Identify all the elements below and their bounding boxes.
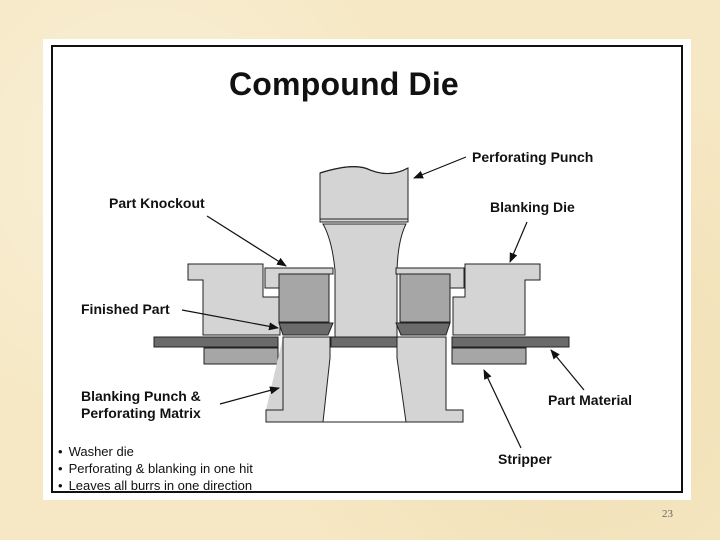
perforating-punch-body [319,166,409,223]
label-perforating-punch: Perforating Punch [472,149,594,165]
part-material-strip-right [451,336,570,348]
perforating-punch-shank [322,223,407,339]
arrow-blanking-die [509,221,528,263]
blanking-die-left [187,263,281,336]
label-finished-part: Finished Part [81,301,170,317]
knockout-left-flange [264,267,334,289]
label-stripper: Stripper [498,451,552,467]
label-part-material: Part Material [548,392,633,408]
knockout-right-flange [395,267,465,289]
bullet-item: Leaves all burrs in one direction [58,477,253,494]
arrow-perforating-punch [413,156,467,179]
label-part-knockout: Part Knockout [109,195,205,211]
blanking-punch-right [396,336,464,423]
bullet-list: Washer die Perforating & blanking in one… [58,443,253,494]
bullet-item: Washer die [58,443,253,460]
arrow-part-knockout [206,215,287,267]
part-material-strip-left [153,336,279,348]
stripper-right [451,347,527,365]
finished-part-right [395,322,451,336]
blanking-die-right [452,263,541,336]
slide-title: Compound Die [229,66,459,102]
label-blanking-die: Blanking Die [490,199,575,215]
stripper-left [203,347,279,365]
part-knockout-left [278,269,330,323]
label-blanking-punch-line2: Perforating Matrix [81,405,201,421]
arrow-part-material [550,349,585,391]
page-number: 23 [662,508,673,520]
arrow-blanking-punch [219,386,280,405]
arrow-stripper [483,369,522,449]
label-blanking-punch-line1: Blanking Punch & [81,388,201,404]
part-knockout-right [399,269,451,323]
part-material-strip-center [330,336,398,348]
arrow-finished-part [181,309,279,331]
perforating-punch-top-curve [319,166,409,175]
bullet-item: Perforating & blanking in one hit [58,460,253,477]
finished-part-left [278,322,334,336]
